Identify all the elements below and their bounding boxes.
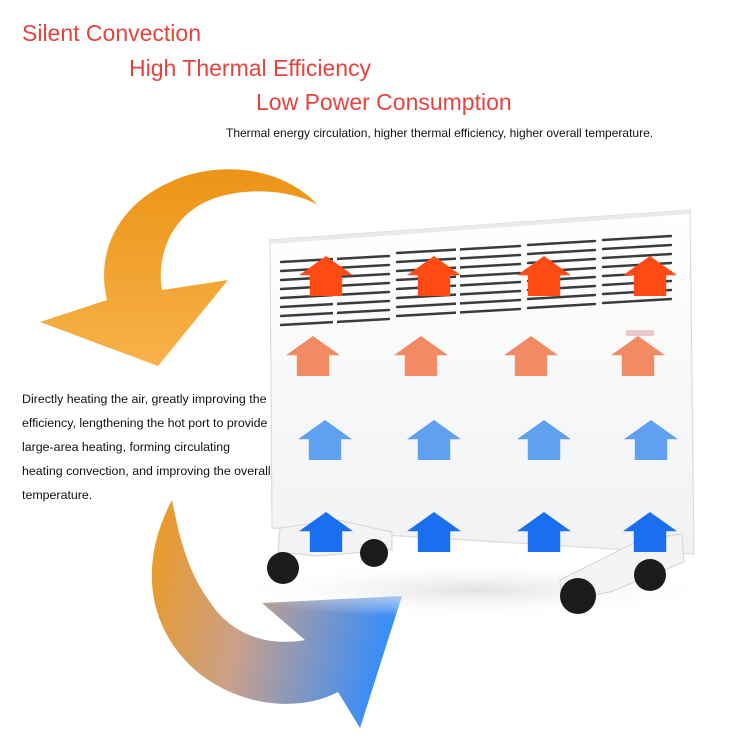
caster-wheel — [360, 539, 388, 567]
heat-arrow-hot-icon — [517, 256, 571, 296]
heat-arrow-cold-icon — [623, 512, 677, 552]
heat-arrow-cold-icon — [407, 512, 461, 552]
heat-arrow-cool-icon — [298, 420, 352, 460]
heat-arrow-hot-icon — [623, 256, 677, 296]
caster-wheel — [267, 552, 299, 584]
caster-wheel — [560, 578, 596, 614]
headline-silent-convection: Silent Convection — [22, 20, 201, 46]
heat-arrow-warm-icon — [286, 336, 340, 376]
heat-arrows-group — [286, 256, 678, 552]
headline-low-power: Low Power Consumption — [256, 89, 512, 115]
description-paragraph: Directly heating the air, greatly improv… — [22, 392, 271, 502]
heat-arrow-warm-icon — [504, 336, 558, 376]
headline-thermal-efficiency: High Thermal Efficiency — [129, 55, 372, 81]
heat-arrow-cool-icon — [624, 420, 678, 460]
heat-arrow-cool-icon — [407, 420, 461, 460]
heat-arrow-warm-icon — [611, 336, 665, 376]
curved-arrow-orange-icon — [40, 169, 318, 366]
caster-wheel — [634, 559, 666, 591]
heat-arrow-cold-icon — [299, 512, 353, 552]
heat-arrow-cold-icon — [517, 512, 571, 552]
brand-label — [626, 330, 654, 336]
heat-arrow-cool-icon — [517, 420, 571, 460]
heat-arrow-hot-icon — [299, 256, 353, 296]
heat-arrow-hot-icon — [407, 256, 461, 296]
heat-arrow-warm-icon — [394, 336, 448, 376]
curved-arrow-orange-blue-icon — [151, 500, 402, 728]
subheadline: Thermal energy circulation, higher therm… — [226, 126, 654, 140]
